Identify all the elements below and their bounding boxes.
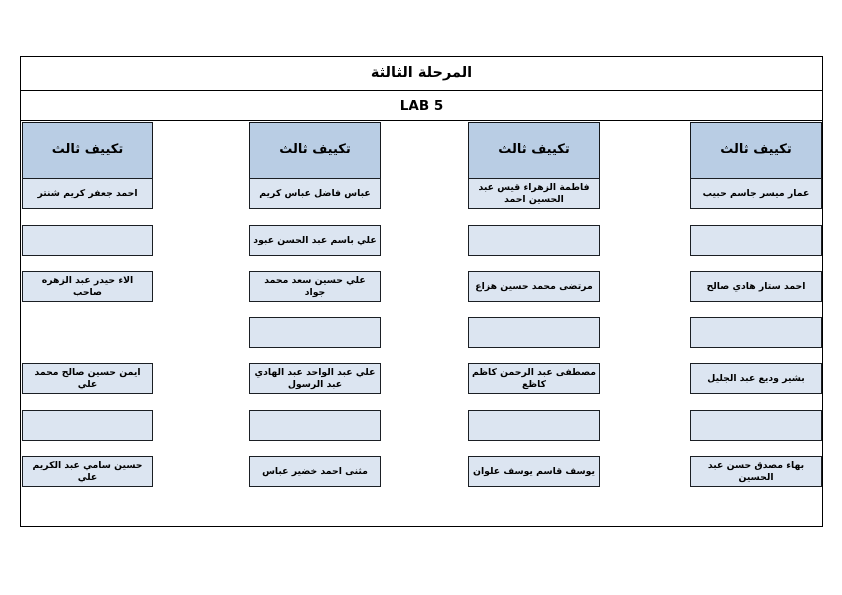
student-name	[694, 332, 818, 333]
student-cell[interactable]: مصطفى عبد الرحمن كاظم كاظع	[468, 363, 600, 394]
table-sheet: المرحلة الثالثة LAB 5 تكييف ثالث عمار مي…	[20, 56, 823, 527]
column-header-label: تكييف ثالث	[279, 142, 351, 158]
student-name: عباس فاضل عباس كريم	[259, 187, 371, 199]
student-name	[472, 240, 596, 241]
column-header-label: تكييف ثالث	[498, 142, 570, 158]
student-name: احمد ستار هادي صالح	[706, 280, 806, 292]
student-cell[interactable]	[22, 225, 153, 256]
document-title-row: المرحلة الثالثة	[21, 57, 822, 91]
student-cell[interactable]: حسين سامي عبد الكريم علي	[22, 456, 153, 487]
student-name	[472, 425, 596, 426]
student-cell[interactable]	[690, 225, 822, 256]
student-name: مصطفى عبد الرحمن كاظم كاظع	[471, 367, 596, 390]
student-cell[interactable]: احمد جعفر كريم شنتر	[22, 178, 153, 209]
student-cell[interactable]	[249, 410, 381, 441]
student-cell[interactable]: بهاء مصدق حسن عبد الحسين	[690, 456, 822, 487]
student-name: عمار ميسر جاسم حبيب	[702, 187, 810, 199]
student-name	[253, 425, 377, 426]
student-cell[interactable]: فاطمة الزهراء قيس عبد الحسين احمد	[468, 178, 600, 209]
column-header-4: تكييف ثالث	[22, 122, 153, 179]
student-cell[interactable]: عباس فاضل عباس كريم	[249, 178, 381, 209]
student-name	[694, 240, 818, 241]
student-cell[interactable]	[249, 317, 381, 348]
student-name	[253, 332, 377, 333]
student-name: حسين سامي عبد الكريم علي	[32, 460, 143, 483]
student-cell[interactable]: مثنى احمد خضير عباس	[249, 456, 381, 487]
page-title: المرحلة الثالثة	[370, 64, 473, 81]
student-name: فاطمة الزهراء قيس عبد الحسين احمد	[478, 182, 590, 205]
student-name: الاء حيدر عبد الزهره صاحب	[41, 275, 134, 298]
student-name: علي عبد الواحد عبد الهادي عبد الرسول	[254, 367, 376, 390]
student-name: يوسف قاسم يوسف علوان	[473, 465, 595, 477]
student-cell[interactable]: عمار ميسر جاسم حبيب	[690, 178, 822, 209]
student-cell[interactable]: يوسف قاسم يوسف علوان	[468, 456, 600, 487]
column-header-2: تكييف ثالث	[468, 122, 600, 179]
student-cell[interactable]: بشير وديع عبد الجليل	[690, 363, 822, 394]
student-cell[interactable]	[690, 410, 822, 441]
student-cell[interactable]: ايمن حسين صالح محمد علي	[22, 363, 153, 394]
student-name	[694, 425, 818, 426]
column-header-3: تكييف ثالث	[249, 122, 381, 179]
student-cell[interactable]: علي باسم عبد الحسن عبود	[249, 225, 381, 256]
student-name	[26, 425, 149, 426]
student-name	[472, 332, 596, 333]
student-cell[interactable]	[22, 410, 153, 441]
student-cell[interactable]: علي عبد الواحد عبد الهادي عبد الرسول	[249, 363, 381, 394]
student-name: علي حسين سعد محمد جواد	[264, 275, 366, 298]
student-cell[interactable]: الاء حيدر عبد الزهره صاحب	[22, 271, 153, 302]
column-header-label: تكييف ثالث	[51, 142, 124, 158]
student-cell[interactable]: علي حسين سعد محمد جواد	[249, 271, 381, 302]
student-name: احمد جعفر كريم شنتر	[37, 187, 138, 199]
student-name	[26, 240, 149, 241]
column-header-label: تكييف ثالث	[720, 142, 792, 158]
student-grid: تكييف ثالث عمار ميسر جاسم حبيب احمد ستار…	[21, 122, 822, 527]
student-name: علي باسم عبد الحسن عبود	[253, 234, 377, 246]
student-cell[interactable]	[468, 317, 600, 348]
student-cell[interactable]	[690, 317, 822, 348]
lab-label: LAB 5	[399, 97, 444, 114]
student-cell[interactable]: مرتضى محمد حسين هزاع	[468, 271, 600, 302]
student-name: مرتضى محمد حسين هزاع	[475, 280, 593, 292]
student-name: بشير وديع عبد الجليل	[707, 372, 805, 384]
student-name: مثنى احمد خضير عباس	[262, 465, 368, 477]
student-cell[interactable]	[468, 410, 600, 441]
column-header-1: تكييف ثالث	[690, 122, 822, 179]
student-name: ايمن حسين صالح محمد علي	[34, 367, 141, 390]
student-cell[interactable]: احمد ستار هادي صالح	[690, 271, 822, 302]
student-name: بهاء مصدق حسن عبد الحسين	[707, 460, 805, 483]
student-cell[interactable]	[468, 225, 600, 256]
document-subtitle-row: LAB 5	[21, 91, 822, 121]
